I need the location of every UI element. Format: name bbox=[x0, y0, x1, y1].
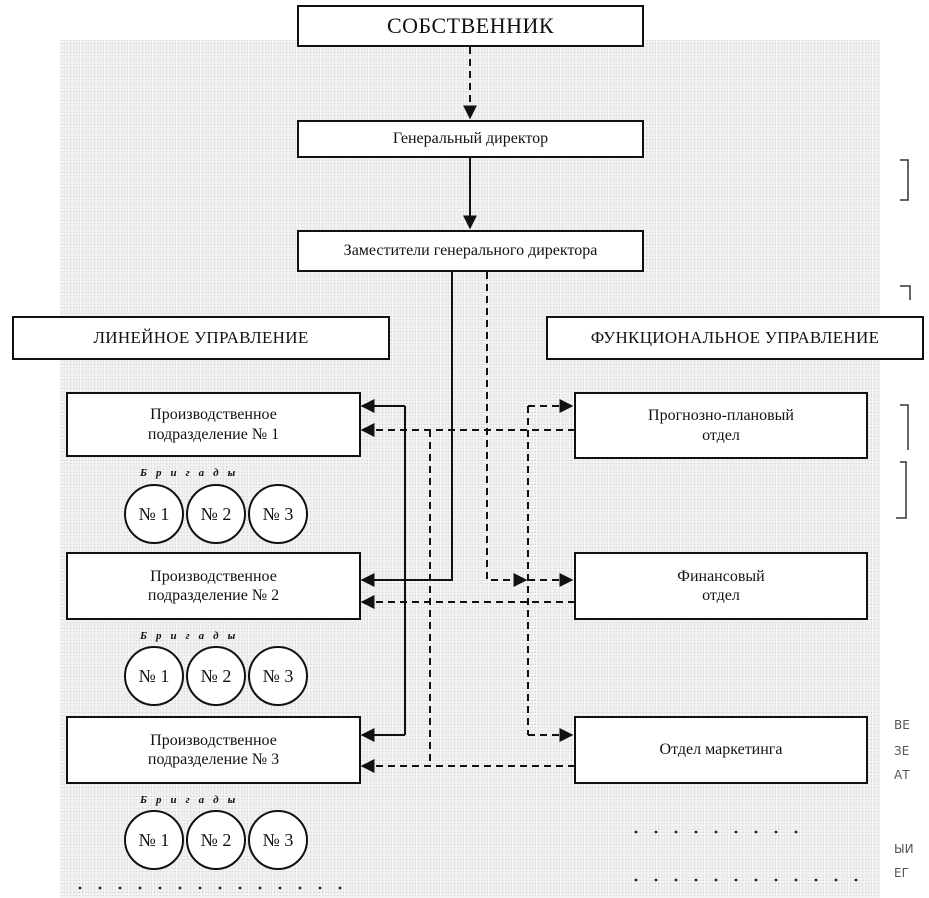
brigade-1-3: № 3 bbox=[248, 484, 308, 544]
dotted-row-right-2 bbox=[634, 878, 858, 882]
linear-management-header: ЛИНЕЙНОЕ УПРАВЛЕНИЕ bbox=[12, 316, 390, 360]
deputies-label: Заместители генерального директора bbox=[343, 242, 598, 260]
brigade-3-2: № 2 bbox=[186, 810, 246, 870]
brigade-3-1: № 1 bbox=[124, 810, 184, 870]
planning-department-line2: отдел bbox=[702, 426, 740, 444]
brigades-label-2: Бригады bbox=[140, 630, 245, 642]
edge-fragment-1: ВЕ bbox=[894, 718, 910, 732]
brigade-2-2: № 2 bbox=[186, 646, 246, 706]
finance-department: Финансовый отдел bbox=[574, 552, 868, 620]
production-unit-2-line2: подразделение № 2 bbox=[147, 587, 280, 604]
margin-mark-4 bbox=[896, 461, 907, 519]
marketing-department-line1: Отдел маркетинга bbox=[659, 741, 783, 759]
background-margin-left bbox=[0, 0, 60, 898]
production-unit-2: Производственное подразделение № 2 bbox=[66, 552, 361, 620]
owner-box: СОБСТВЕННИК bbox=[297, 5, 644, 47]
dotted-row-left bbox=[78, 886, 342, 890]
planning-department: Прогнозно-плановый отдел bbox=[574, 392, 868, 459]
marketing-department: Отдел маркетинга bbox=[574, 716, 868, 784]
finance-department-line1: Финансовый bbox=[677, 567, 765, 585]
margin-mark-1 bbox=[900, 159, 909, 201]
margin-mark-2 bbox=[900, 285, 911, 300]
functional-management-label: ФУНКЦИОНАЛЬНОЕ УПРАВЛЕНИЕ bbox=[590, 327, 880, 347]
finance-department-line2: отдел bbox=[702, 587, 740, 604]
owner-label: СОБСТВЕННИК bbox=[386, 12, 555, 38]
brigade-3-3: № 3 bbox=[248, 810, 308, 870]
brigade-1-1: № 1 bbox=[124, 484, 184, 544]
deputies-box: Заместители генерального директора bbox=[297, 230, 644, 272]
deputies-functional-line bbox=[486, 272, 528, 587]
edge-fragment-3: АТ bbox=[894, 768, 910, 782]
production-unit-2-line1: Производственное bbox=[150, 567, 277, 585]
production-unit-3-line2: подразделение № 3 bbox=[147, 751, 280, 768]
production-unit-1-line1: Производственное bbox=[150, 406, 277, 424]
brigades-label-3: Бригады bbox=[140, 794, 245, 806]
production-unit-3: Производственное подразделение № 3 bbox=[66, 716, 361, 784]
general-director-box: Генеральный директор bbox=[297, 120, 644, 158]
production-unit-3-line1: Производственное bbox=[150, 731, 277, 749]
production-unit-1-line2: подразделение № 1 bbox=[147, 425, 280, 443]
brigades-label-1: Бригады bbox=[140, 467, 245, 479]
deputies-linear-line bbox=[405, 272, 453, 581]
edge-fragment-4: ЫИ bbox=[894, 842, 914, 856]
functional-management-header: ФУНКЦИОНАЛЬНОЕ УПРАВЛЕНИЕ bbox=[546, 316, 924, 360]
margin-mark-3 bbox=[900, 404, 909, 450]
brigade-2-1: № 1 bbox=[124, 646, 184, 706]
production-unit-1: Производственное подразделение № 1 bbox=[66, 392, 361, 457]
general-director-label: Генеральный директор bbox=[392, 130, 549, 148]
brigade-2-3: № 3 bbox=[248, 646, 308, 706]
edge-fragment-2: ЗЕ bbox=[894, 744, 910, 758]
background-margin-right bbox=[880, 0, 929, 898]
dotted-row-right-1 bbox=[634, 830, 798, 834]
edge-fragment-5: ЕГ bbox=[894, 866, 909, 880]
planning-department-line1: Прогнозно-плановый bbox=[648, 407, 794, 425]
brigade-1-2: № 2 bbox=[186, 484, 246, 544]
linear-management-label: ЛИНЕЙНОЕ УПРАВЛЕНИЕ bbox=[93, 327, 309, 347]
